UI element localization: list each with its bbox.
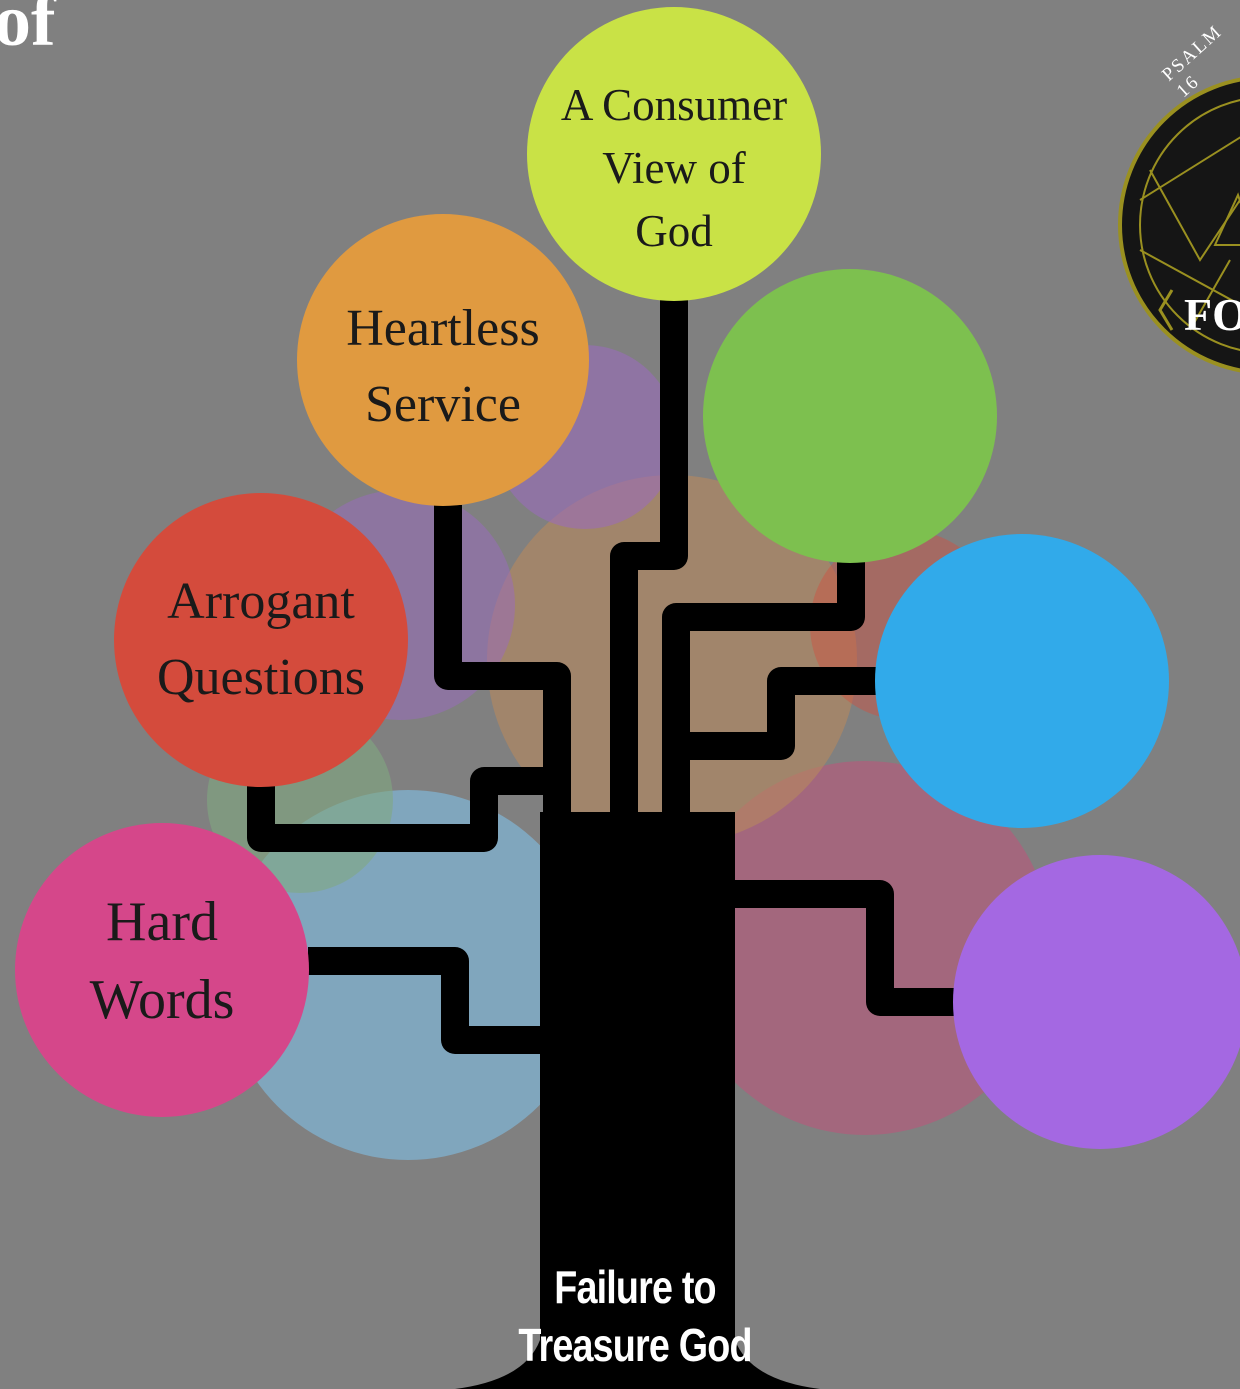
branch-green [662, 558, 865, 860]
node-heartless-service-circle [297, 214, 589, 506]
emblem-label-fragment: FO [1184, 289, 1240, 340]
branch-arrogant-questions [247, 767, 557, 852]
node-purple-empty-circle [953, 855, 1240, 1149]
tree-trunk [455, 812, 820, 1389]
branch-blue [690, 667, 880, 760]
node-arrogant-questions-circle [114, 493, 408, 787]
node-arrogant-questions-label: Arrogant Questions [157, 573, 365, 706]
corner-title-fragment: of [0, 0, 56, 62]
node-blue-empty-circle [875, 534, 1169, 828]
topic-nodes [15, 7, 1240, 1149]
node-heartless-service-label: Heartless Service [346, 300, 540, 433]
node-consumer-view-circle [527, 7, 821, 301]
branch-hard-words [308, 947, 560, 1054]
node-green-empty-circle [703, 269, 997, 563]
branches [247, 300, 960, 1054]
trunk-label: Failure to Treasure God [518, 1261, 752, 1371]
node-hard-words-circle [15, 823, 309, 1117]
branch-consumer-view [610, 300, 688, 860]
branch-purple [726, 880, 960, 1016]
node-hard-words-label: Hard Words [89, 891, 235, 1031]
emblem-seal [1118, 77, 1240, 373]
node-consumer-view-label: A Consumer View of God [560, 79, 788, 256]
